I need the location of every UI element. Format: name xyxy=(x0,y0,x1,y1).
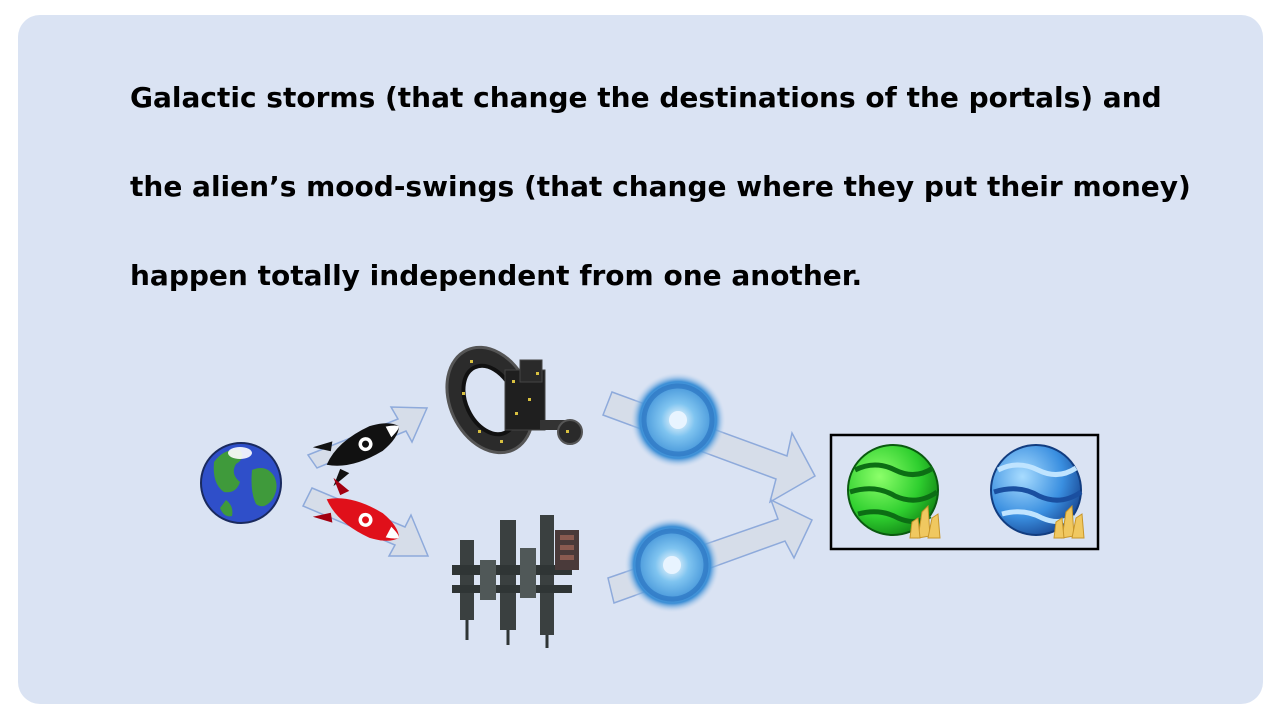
destination-box xyxy=(829,433,1100,551)
blue-planet-icon xyxy=(990,444,1085,539)
swirl-portal-icon xyxy=(624,517,720,613)
red-rocket-icon xyxy=(312,477,400,541)
text-line-2: the alien’s mood-swings (that change whe… xyxy=(130,170,1191,203)
green-planet-icon xyxy=(847,444,941,539)
text-line-3: happen totally independent from one anot… xyxy=(130,259,863,292)
earth-icon xyxy=(200,442,282,524)
text-block: Galactic storms (that change the destina… xyxy=(130,72,1220,339)
text-line-1: Galactic storms (that change the destina… xyxy=(130,81,1162,114)
ring-space-station-icon xyxy=(445,345,583,455)
tower-space-station-icon xyxy=(452,515,579,648)
swirl-portal-icon xyxy=(630,372,726,468)
black-rocket-icon xyxy=(312,423,400,487)
